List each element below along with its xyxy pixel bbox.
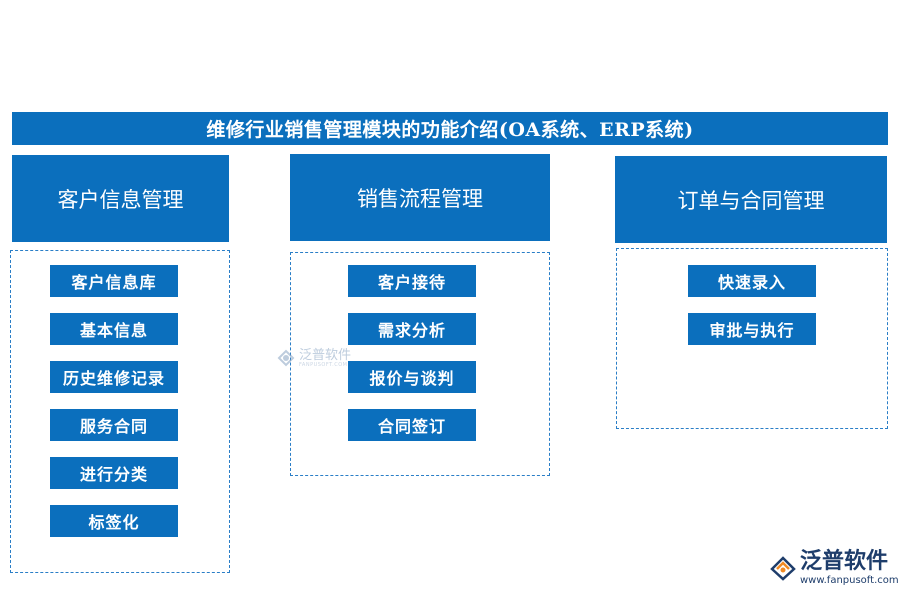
column-heading-order-contract: 订单与合同管理 (615, 156, 887, 243)
column-box-order-contract (616, 248, 888, 429)
watermark: 泛普软件 FANPUSOFT.COM (276, 348, 351, 368)
item-basic-info: 基本信息 (50, 313, 178, 345)
watermark-name: 泛普软件 (299, 347, 352, 363)
column-box-sales-process (290, 252, 550, 476)
item-needs-analysis: 需求分析 (348, 313, 476, 345)
watermark-sub: FANPUSOFT.COM (299, 361, 348, 368)
item-customer-database: 客户信息库 (50, 265, 178, 297)
column-box-customer-info (10, 250, 230, 573)
watermark-logo-icon (277, 349, 295, 367)
column-heading-sales-process: 销售流程管理 (290, 154, 550, 241)
item-service-contract: 服务合同 (50, 409, 178, 441)
item-tagging: 标签化 (50, 505, 178, 537)
item-contract-signing: 合同签订 (348, 409, 476, 441)
item-classification: 进行分类 (50, 457, 178, 489)
diagram-title: 维修行业销售管理模块的功能介绍(OA系统、ERP系统) (12, 112, 888, 145)
item-quick-entry: 快速录入 (688, 265, 816, 297)
brand-logo: 泛普软件 www.fanpusoft.com (770, 550, 899, 586)
column-heading-customer-info: 客户信息管理 (12, 155, 229, 242)
brand-url: www.fanpusoft.com (800, 575, 899, 586)
item-quote-negotiation: 报价与谈判 (348, 361, 476, 393)
item-customer-reception: 客户接待 (348, 265, 476, 297)
brand-name: 泛普软件 (800, 549, 889, 574)
brand-logo-icon (770, 556, 796, 581)
item-approval-execution: 审批与执行 (688, 313, 816, 345)
item-repair-history: 历史维修记录 (50, 361, 178, 393)
